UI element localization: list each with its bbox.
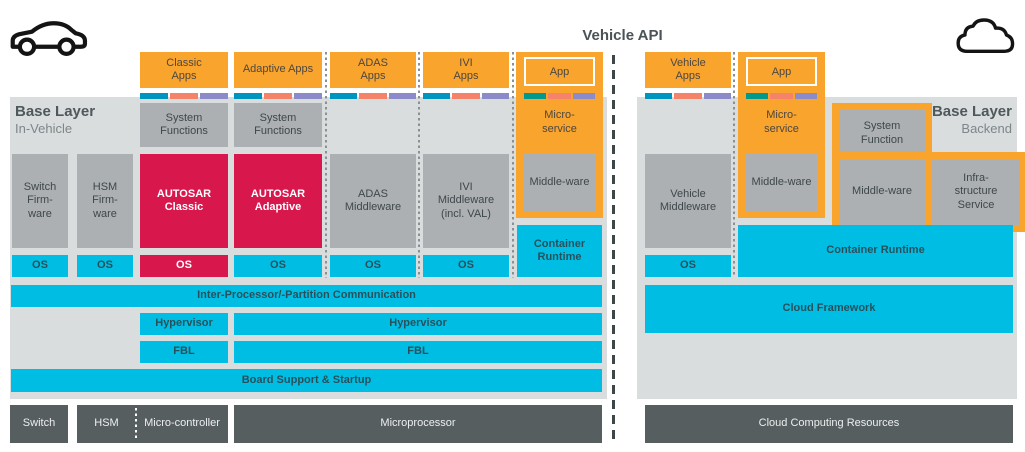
switch-hardware-box: Switch (10, 405, 68, 443)
column-separator (512, 52, 514, 278)
hsm-firmware-box: HSM Firm- ware (77, 154, 133, 248)
hsm-hardware-label: HSM (94, 417, 119, 430)
in-vehicle-base-layer-title: Base Layer (15, 103, 96, 120)
column-separator (325, 52, 327, 278)
ivi-apps-box: IVI Apps (423, 52, 509, 88)
os-box-adaptive: OS (234, 255, 322, 277)
switch-firmware-box: Switch Firm- ware (12, 154, 68, 248)
middleware-box: Middle-ware (746, 154, 817, 212)
os-box-switch: OS (12, 255, 68, 277)
backend-os-box: OS (645, 255, 731, 277)
vehicle-api-bar (524, 93, 595, 99)
inter-processor-communication-box: Inter-Processor/-Partition Communication (11, 285, 602, 307)
backend-microservice-column: App Micro- service Middle-ware (738, 52, 825, 218)
os-box-hsm: OS (77, 255, 133, 277)
backend-base-layer-subtitle: Backend (961, 121, 1012, 136)
in-vehicle-microservice-column: App Micro- service Middle-ware (516, 52, 603, 218)
os-box-classic: OS (140, 255, 228, 277)
classic-apps-box: Classic Apps (140, 52, 228, 88)
middleware-box: Middle-ware (524, 154, 595, 212)
hardware-dotted-divider (135, 408, 137, 440)
column-separator (733, 52, 735, 277)
hypervisor-mpu-box: Hypervisor (234, 313, 602, 335)
vehicle-api-bar (330, 93, 416, 99)
app-box: App (524, 57, 595, 86)
vehicle-middleware-box: Vehicle Middleware (645, 154, 731, 248)
in-vehicle-base-layer-subtitle: In-Vehicle (15, 121, 73, 136)
in-vehicle-panel-label: Base Layer In-Vehicle (15, 103, 95, 136)
autosar-adaptive-box: AUTOSAR Adaptive (234, 154, 322, 248)
vehicle-api-title: Vehicle API (582, 27, 663, 44)
middleware-box: Middle-ware (839, 159, 925, 225)
fbl-mpu-box: FBL (234, 341, 602, 363)
vehicle-api-bar (423, 93, 509, 99)
in-vehicle-backend-divider (612, 55, 615, 445)
fbl-mcu-box: FBL (140, 341, 228, 363)
system-function-box: System Function (839, 110, 925, 157)
vehicle-api-bar (746, 93, 817, 99)
ivi-middleware-box: IVI Middleware (incl. VAL) (423, 154, 509, 248)
car-icon (10, 21, 88, 57)
adaptive-apps-box: Adaptive Apps (234, 52, 322, 88)
in-vehicle-container-runtime-box: Container Runtime (517, 225, 602, 277)
microprocessor-hardware-box: Microprocessor (234, 405, 602, 443)
microservice-label: Micro- service (764, 109, 799, 135)
vehicle-api-bar (140, 93, 228, 99)
app-box: App (746, 57, 817, 86)
hypervisor-mcu-box: Hypervisor (140, 313, 228, 335)
hsm-microcontroller-hardware-box: HSM Micro-controller (77, 405, 228, 443)
backend-base-layer-title: Base Layer (931, 103, 1012, 120)
system-functions-adaptive-box: System Functions (234, 103, 322, 147)
vehicle-apps-box: Vehicle Apps (645, 52, 731, 88)
os-box-ivi: OS (423, 255, 509, 277)
microcontroller-hardware-label: Micro-controller (144, 417, 220, 430)
system-functions-classic-box: System Functions (140, 103, 228, 147)
backend-container-runtime-box: Container Runtime (738, 225, 1013, 277)
adas-middleware-box: ADAS Middleware (330, 154, 416, 248)
middleware-framed-box: Middle-ware (832, 152, 932, 232)
infrastructure-service-box: Infra- structure Service (932, 159, 1020, 225)
column-separator (418, 52, 420, 278)
os-box-adas: OS (330, 255, 416, 277)
cloud-computing-resources-box: Cloud Computing Resources (645, 405, 1013, 443)
vehicle-api-bar (234, 93, 322, 99)
infrastructure-service-framed-box: Infra- structure Service (925, 152, 1025, 232)
cloud-icon (956, 18, 1015, 53)
microservice-label: Micro- service (542, 109, 577, 135)
vehicle-api-bar (645, 93, 731, 99)
autosar-classic-box: AUTOSAR Classic (140, 154, 228, 248)
backend-panel-label: Base Layer Backend (862, 103, 1012, 136)
board-support-startup-box: Board Support & Startup (11, 369, 602, 392)
adas-apps-box: ADAS Apps (330, 52, 416, 88)
cloud-framework-box: Cloud Framework (645, 285, 1013, 333)
